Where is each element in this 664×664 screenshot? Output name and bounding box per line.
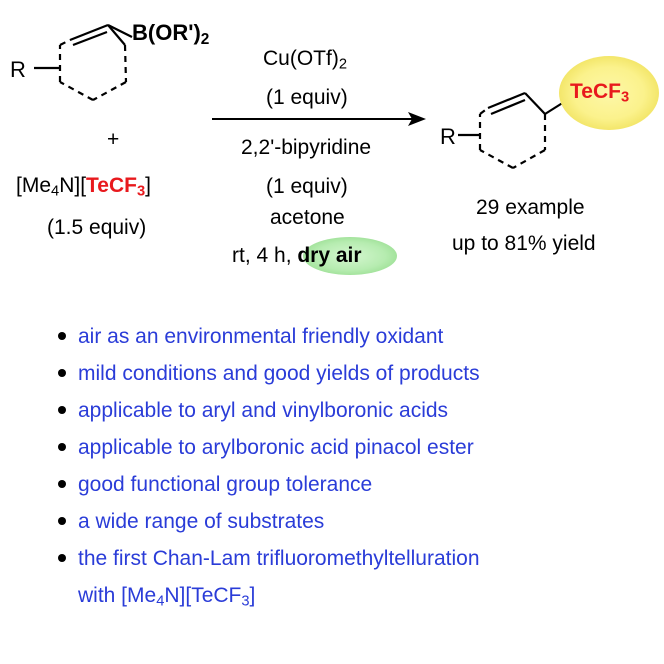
dry-air-label: dry air (297, 244, 362, 267)
dry-air-highlight (303, 237, 397, 275)
feature-item: applicable to arylboronic acid pinacol e… (56, 429, 480, 466)
tecf3-highlight (559, 56, 659, 130)
product-r-label: R (440, 124, 456, 149)
feature-item: air as an environmental friendly oxidant (56, 318, 480, 355)
ligand-label: 2,2'-bipyridine (241, 136, 372, 159)
reaction-scheme (34, 23, 659, 275)
plus-sign: + (107, 128, 120, 151)
feature-item: good functional group tolerance (56, 466, 480, 503)
feature-item: the first Chan-Lam trifluoromethyltellur… (56, 540, 480, 577)
feature-item: mild conditions and good yields of produ… (56, 355, 480, 392)
reaction-arrow (212, 112, 426, 126)
ligand-equiv: (1 equiv) (266, 175, 348, 198)
reactant-r-label: R (10, 57, 26, 82)
tellurium-reagent: [Me4N][TeCF3] (16, 174, 151, 200)
examples-count: 29 example (476, 196, 585, 219)
product-tecf3-label: TeCF3 (570, 80, 630, 106)
catalyst-label: Cu(OTf)2 (263, 47, 347, 73)
solvent-label: acetone (270, 206, 345, 229)
feature-item: applicable to aryl and vinylboronic acid… (56, 392, 480, 429)
reactant-ring (34, 23, 133, 101)
product-ring (458, 91, 573, 169)
feature-item-continuation: with [Me4N][TeCF3] (78, 584, 256, 610)
catalyst-equiv: (1 equiv) (266, 86, 348, 109)
boronic-group-label: B(OR')2 (132, 20, 210, 48)
features-list: air as an environmental friendly oxidant… (56, 318, 480, 614)
reagent-equiv: (1.5 equiv) (47, 216, 147, 239)
time-atmosphere: rt, 4 h, dry air (232, 244, 362, 267)
yield-label: up to 81% yield (452, 232, 596, 255)
feature-item: a wide range of substrates (56, 503, 480, 540)
